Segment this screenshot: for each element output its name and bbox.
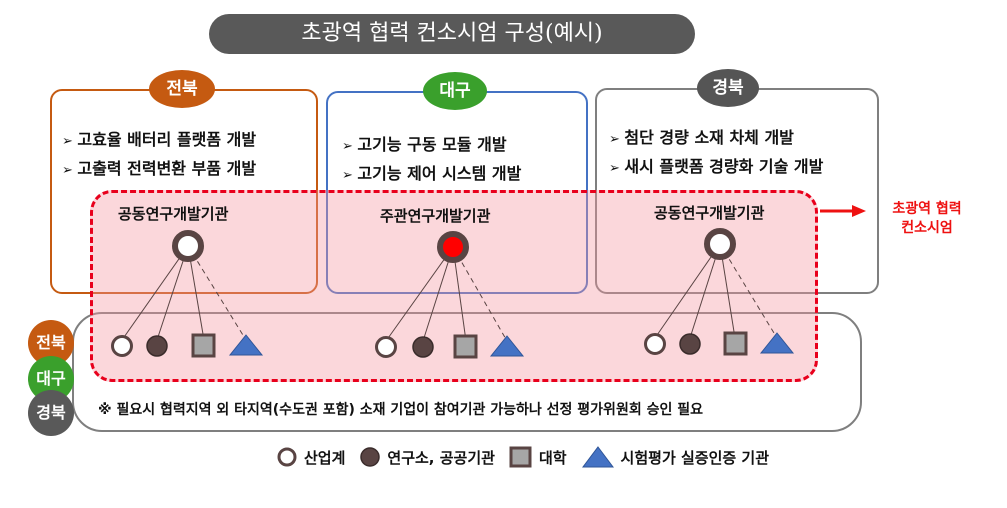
testing-node xyxy=(489,335,525,357)
consortium-callout: 초광역 협력 컨소시엄 xyxy=(872,200,982,238)
research-node xyxy=(679,333,701,355)
university-node xyxy=(453,334,478,359)
legend-label-industry: 산업계 xyxy=(304,448,346,467)
legend-item-research: 연구소, 공공기관 xyxy=(359,446,495,468)
task-item: 고기능 구동 모듈 개발 xyxy=(342,131,521,160)
page-title: 초광역 협력 컨소시엄 구성(예시) xyxy=(209,14,695,54)
industry-node xyxy=(375,336,397,358)
region-items-jeonbuk: 고효율 배터리 플랫폼 개발 고출력 전력변환 부품 개발 xyxy=(62,126,256,184)
legend-item-testing: 시험평가 실증인증 기관 xyxy=(581,445,769,469)
region-items-daegu: 고기능 구동 모듈 개발 고기능 제어 시스템 개발 xyxy=(342,131,521,189)
legend-label-research: 연구소, 공공기관 xyxy=(387,448,495,467)
research-node xyxy=(412,336,434,358)
industry-node xyxy=(111,335,133,357)
testing-node xyxy=(759,332,795,354)
region-badge-gyeongbuk: 경북 xyxy=(697,69,759,107)
joint-institution-node xyxy=(172,230,204,262)
research-legend-icon xyxy=(360,447,381,467)
university-node xyxy=(723,331,748,356)
testing-node xyxy=(228,334,264,356)
institution-label-gyeongbuk: 공동연구개발기관 xyxy=(654,204,765,222)
callout-line1: 초광역 협력 xyxy=(892,201,962,217)
region-badge-jeonbuk: 전북 xyxy=(149,70,215,108)
task-item: 고효율 배터리 플랫폼 개발 xyxy=(62,126,256,155)
joint-institution-node xyxy=(704,228,736,260)
region-items-gyeongbuk: 첨단 경량 소재 차체 개발 새시 플랫폼 경량화 기술 개발 xyxy=(609,124,823,182)
region-badge-daegu: 대구 xyxy=(423,72,487,110)
legend: 산업계 연구소, 공공기관 대학 시험평가 실증인증 기관 xyxy=(276,443,783,471)
callout-arrow-icon xyxy=(852,205,866,217)
testing-legend-icon xyxy=(581,446,614,468)
footnote: ※ 필요시 협력지역 외 타지역(수도권 포함) 소재 기업이 참여기관 가능하… xyxy=(98,402,703,418)
institution-label-daegu: 주관연구개발기관 xyxy=(380,207,491,225)
task-item: 고출력 전력변환 부품 개발 xyxy=(62,155,256,184)
task-item: 고기능 제어 시스템 개발 xyxy=(342,160,521,189)
lead-institution-node xyxy=(437,231,469,263)
university-legend-icon xyxy=(509,446,532,468)
industry-legend-icon xyxy=(277,447,297,467)
institution-label-jeonbuk: 공동연구개발기관 xyxy=(118,205,229,223)
legend-item-industry: 산업계 xyxy=(276,446,345,468)
university-node xyxy=(191,333,216,358)
task-item: 새시 플랫폼 경량화 기술 개발 xyxy=(609,153,823,182)
legend-item-university: 대학 xyxy=(509,446,567,468)
research-node xyxy=(146,335,168,357)
side-badge-gyeongbuk: 경북 xyxy=(28,390,74,436)
legend-label-testing: 시험평가 실증인증 기관 xyxy=(620,448,769,467)
task-item: 첨단 경량 소재 차체 개발 xyxy=(609,124,823,153)
legend-label-university: 대학 xyxy=(538,448,567,467)
industry-node xyxy=(644,333,666,355)
callout-line2: 컨소시엄 xyxy=(901,220,953,236)
